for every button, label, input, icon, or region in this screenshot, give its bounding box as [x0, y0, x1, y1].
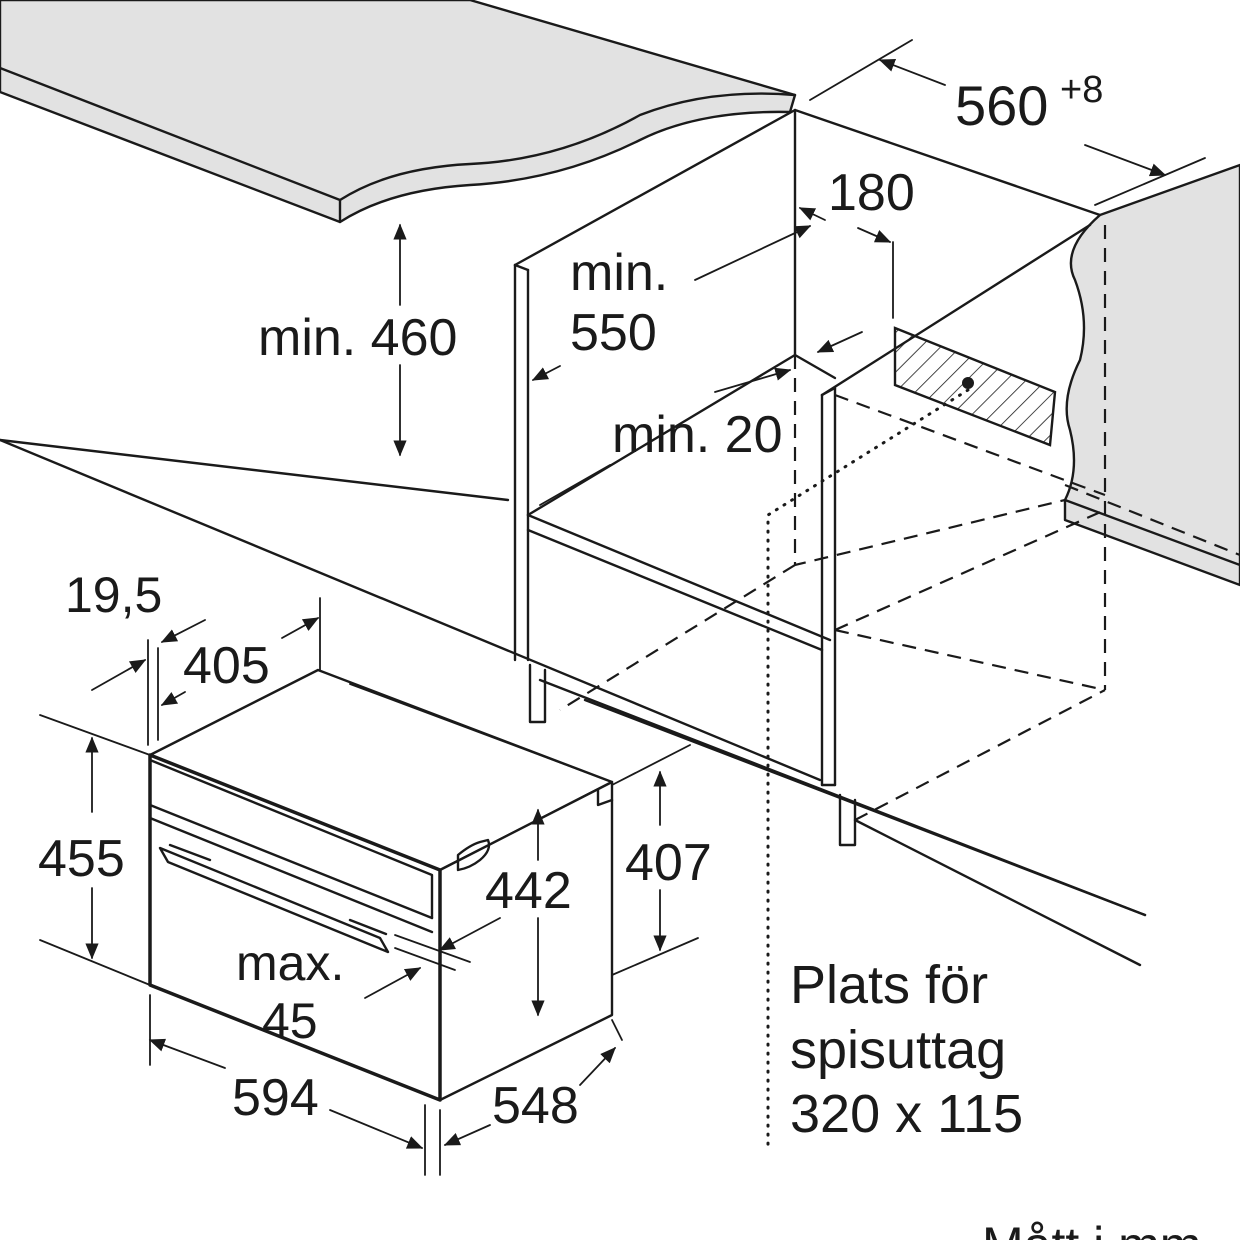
socket-note: Plats för spisuttag 320 x 115 — [790, 955, 1023, 1144]
floor-lines — [0, 438, 1147, 967]
label-19-5: 19,5 — [65, 567, 162, 623]
label-180: 180 — [828, 164, 915, 222]
dimension-labels: 560 +8 180 min. 550 min. 460 min. 20 19,… — [38, 69, 1103, 1135]
label-455: 455 — [38, 830, 125, 888]
socket-icon — [962, 377, 974, 389]
countertop-right — [1063, 163, 1240, 587]
socket-note-line1: Plats för — [790, 955, 988, 1015]
socket-note-line3: 320 x 115 — [790, 1084, 1023, 1144]
countertop-left — [0, 0, 797, 224]
dimension-lines — [39, 39, 1206, 1176]
label-407: 407 — [625, 834, 712, 892]
label-max-45-line2: 45 — [262, 993, 318, 1049]
label-min-20: min. 20 — [612, 406, 783, 464]
label-max-45-line1: max. — [236, 935, 344, 991]
label-560: 560 — [955, 74, 1048, 137]
label-min-460: min. 460 — [258, 309, 457, 367]
label-min-550-line1: min. — [570, 244, 668, 302]
socket-area — [766, 326, 1057, 1152]
hidden-lines — [559, 225, 1240, 821]
label-min-550-line2: 550 — [570, 304, 657, 362]
label-548: 548 — [492, 1077, 579, 1135]
socket-note-line2: spisuttag — [790, 1020, 1006, 1080]
label-442: 442 — [485, 862, 572, 920]
label-594: 594 — [232, 1069, 319, 1127]
label-405: 405 — [183, 637, 270, 695]
oven-body — [148, 668, 614, 1102]
label-560-tolerance: +8 — [1060, 69, 1103, 111]
cabinet-structure — [513, 108, 1102, 847]
units-note: Mått i mm — [982, 1217, 1201, 1240]
